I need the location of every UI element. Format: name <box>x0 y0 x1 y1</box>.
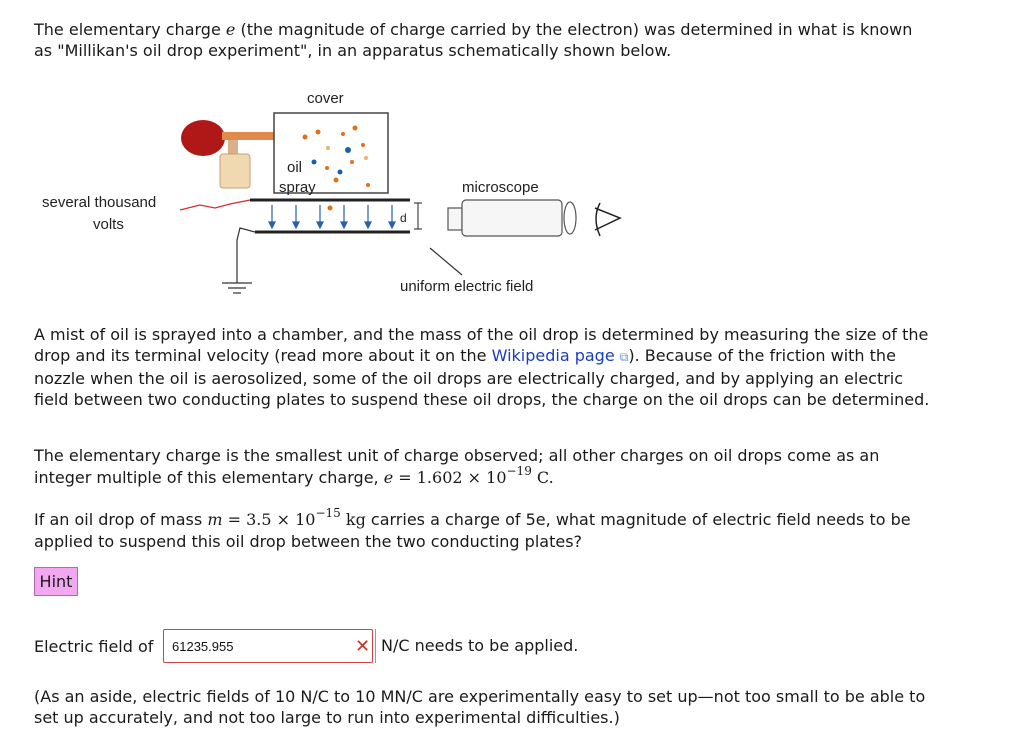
question-paragraph: If an oil drop of mass m = 3.5 × 10−15 k… <box>34 505 911 551</box>
oil-drops <box>302 125 370 211</box>
label-volts-line2: volts <box>93 216 124 233</box>
millikan-apparatus-diagram: d cover oil spray microscope several tho… <box>42 90 622 295</box>
math-symbol-e: e <box>225 20 236 39</box>
field-arrows <box>268 205 396 230</box>
field-pointer-line <box>429 247 463 276</box>
wikipedia-link[interactable]: Wikipedia page <box>491 346 615 365</box>
voltage-wire <box>179 199 251 211</box>
answer-prefix-label: Electric field of <box>34 637 154 656</box>
answer-suffix-label: N/C needs to be applied. <box>375 629 578 663</box>
elementary-charge-paragraph: The elementary charge is the smallest un… <box>34 446 880 487</box>
label-uniform-field: uniform electric field <box>400 278 533 295</box>
atomizer-bulb <box>181 120 277 189</box>
aside-paragraph: (As an aside, electric fields of 10 N/C … <box>34 687 926 727</box>
label-volts-line1: several thousand <box>42 194 156 211</box>
ground-icon <box>222 282 252 294</box>
mist-paragraph: A mist of oil is sprayed into a chamber,… <box>34 325 930 409</box>
plate-separation-marker <box>414 202 422 230</box>
label-microscope: microscope <box>462 179 539 196</box>
microscope-icon <box>447 199 577 237</box>
label-oil: oil <box>287 159 302 176</box>
chamber-box <box>273 112 389 194</box>
label-spray: spray <box>279 179 316 196</box>
electric-field-input[interactable] <box>163 629 373 663</box>
x-mark-icon: ✕ <box>355 636 371 657</box>
eye-icon <box>594 202 622 237</box>
ground-wire <box>236 227 256 283</box>
hint-button[interactable]: Hint <box>34 567 78 596</box>
external-link-icon: ⧉ <box>619 350 629 364</box>
label-cover: cover <box>307 90 344 107</box>
label-d: d <box>400 211 407 225</box>
intro-paragraph: The elementary charge e (the magnitude o… <box>34 20 913 60</box>
